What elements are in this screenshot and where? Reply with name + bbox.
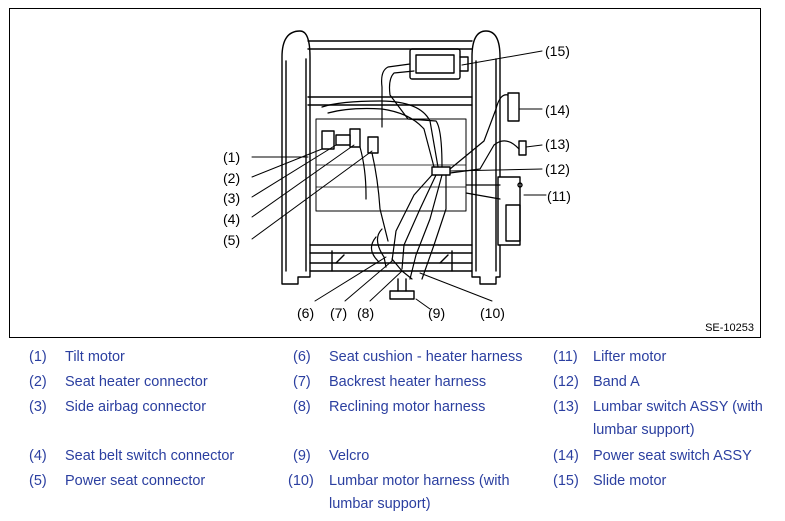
legend-num: (4) [29,448,47,464]
callout-3: (3) [223,190,241,206]
callout-13: (13) [545,136,570,152]
callout-1: (1) [223,149,241,165]
legend-label: Velcro [329,448,370,464]
legend-label: Side airbag connector [65,399,207,415]
legend-num: (1) [29,349,47,365]
legend-num: (6) [293,349,311,365]
legend-num: (11) [553,349,578,365]
callout-6: (6) [297,305,315,321]
legend-num: (13) [553,399,579,415]
callout-4: (4) [223,211,241,227]
callout-10: (10) [480,305,505,321]
legend-num: (8) [293,399,311,415]
left-seat-frame [281,30,311,285]
callout-15: (15) [545,43,570,59]
legend-num: (10) [288,473,314,489]
callout-5: (5) [223,232,241,248]
power-seat-switch-14 [507,92,520,122]
figure-panel: (1) (2) (3) (4) (5) (6) (7) (8) (9) (10)… [9,8,761,338]
legend-num: (5) [29,473,47,489]
legend-label: Backrest heater harness [329,374,487,390]
legend-label: Lumbar switch ASSY (with lumbar support) [593,399,763,438]
callout-8: (8) [357,305,375,321]
callout-14: (14) [545,102,570,118]
legend-num: (3) [29,399,47,415]
rear-cross-member [307,40,473,106]
right-seat-frame [471,30,501,285]
figure-code: SE-10253 [705,322,754,334]
wire-harness [321,63,520,280]
legend-label: Seat heater connector [65,374,208,390]
legend-label: Seat cushion - heater harness [329,349,523,365]
legend-num: (15) [553,473,579,489]
callout-7: (7) [330,305,348,321]
velcro-9 [389,290,415,300]
legend-num: (12) [553,374,579,390]
lifter-motor-11 [497,176,523,246]
legend-num: (7) [293,374,311,390]
band-a-12 [431,166,451,176]
legend-label: Band A [593,374,640,390]
seat-harness-diagram [251,30,547,310]
legend-num: (2) [29,374,47,390]
legend-label: Reclining motor harness [329,399,486,415]
legend-label: Power seat switch ASSY [593,448,752,464]
legend-num: (14) [553,448,579,464]
callout-12: (12) [545,161,570,177]
legend-label: Power seat connector [65,473,206,489]
legend-label: Lifter motor [593,349,667,365]
lumbar-switch-13 [518,140,527,156]
leader-lines [251,50,547,310]
callout-11: (11) [547,188,571,204]
slide-motor-15 [409,48,469,80]
legend-label: Slide motor [593,473,667,489]
front-cross-member [309,244,473,272]
legend-label: Tilt motor [65,349,125,365]
callout-2: (2) [223,170,241,186]
callout-9: (9) [428,305,446,321]
legend-label: Seat belt switch connector [65,448,235,464]
legend-num: (9) [293,448,311,464]
legend-label: Lumbar motor harness (with lumbar suppor… [329,473,510,512]
connectors-1-5 [321,128,379,154]
